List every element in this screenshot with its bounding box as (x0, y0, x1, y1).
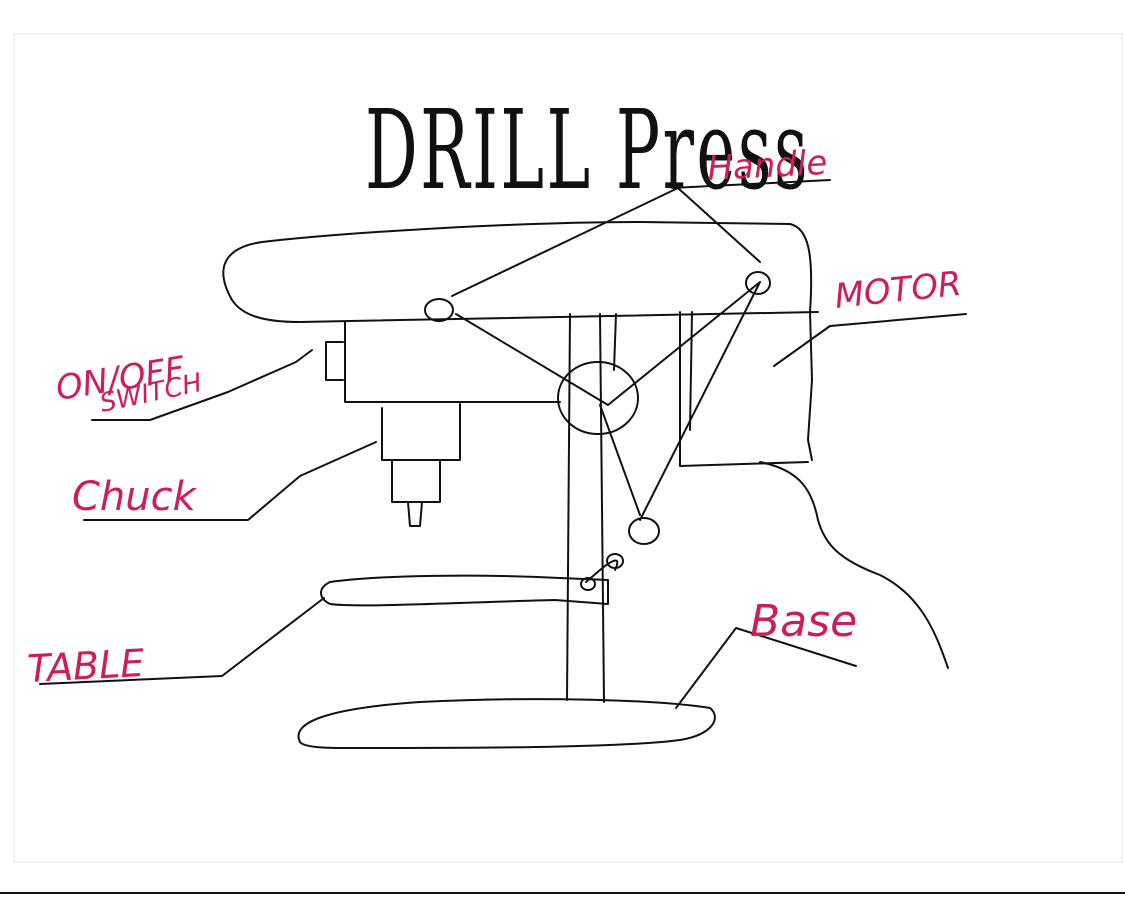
handle-leader (451, 187, 761, 297)
table-leader (39, 597, 325, 685)
switch-leader (91, 349, 313, 421)
diagram-title: DRILL Press (365, 86, 810, 214)
column-inner (613, 313, 617, 371)
base-label: Base (750, 596, 857, 647)
table-clamp (585, 559, 619, 583)
table-clamp-bolt (580, 577, 596, 591)
table-surface (320, 574, 609, 607)
handle-arm-lower (599, 404, 641, 516)
motor-cord (759, 461, 949, 669)
switch-box-outline (344, 321, 561, 403)
handle-knob-lower (628, 517, 660, 545)
handle-label-underline (671, 179, 831, 189)
handle-arms (455, 281, 761, 521)
base-plate (297, 698, 716, 749)
column-right (599, 313, 605, 703)
page-edge (13, 33, 1123, 863)
chuck-jaw (391, 459, 441, 503)
chuck-label: Chuck (72, 474, 198, 520)
handle-knob-left (424, 298, 454, 322)
base-leader (675, 627, 857, 709)
handle-label: Handle (706, 143, 828, 189)
on-off-switch (325, 341, 344, 381)
handle-knob-right (745, 271, 771, 295)
table-label: TABLE (26, 641, 145, 691)
head-housing-outline (222, 221, 813, 461)
motor-label: MOTOR (833, 264, 964, 317)
motor-leader (773, 313, 967, 367)
chuck-body (381, 403, 461, 461)
handle-hub (557, 361, 639, 435)
motor-block (679, 311, 809, 467)
chuck-leader (83, 441, 377, 521)
column-left (566, 313, 571, 701)
head-housing-bottom (231, 299, 819, 323)
motor-inner-line (689, 311, 693, 431)
drill-bit (407, 501, 423, 527)
table-clamp-knob (606, 553, 624, 569)
